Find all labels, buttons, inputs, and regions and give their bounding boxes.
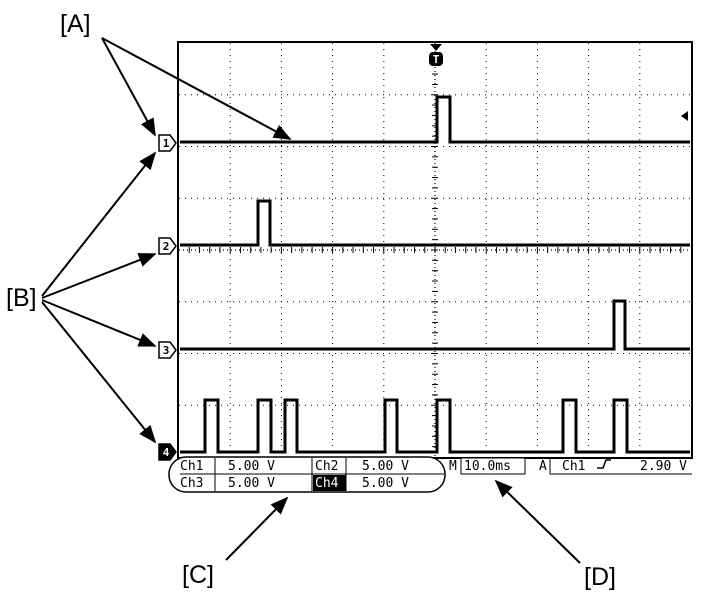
- callout-d: [D]: [584, 563, 616, 591]
- ch1-label: Ch1: [180, 459, 203, 474]
- channel-marker-1: 1: [158, 134, 177, 152]
- svg-text:3: 3: [163, 344, 170, 357]
- channel-marker-3: 3: [158, 341, 177, 359]
- trace-ch4: [180, 398, 690, 454]
- trigger-level-marker: [681, 111, 688, 121]
- arrow-a-to-ch1-trace: [101, 37, 292, 140]
- trigger-level: 2.90 V: [640, 459, 687, 474]
- trigger-source: Ch1: [562, 459, 585, 474]
- trigger-marker-label: T: [433, 53, 440, 66]
- trace-ch3: [180, 299, 690, 351]
- arrow-d-to-timebase: [494, 479, 581, 564]
- channel-readout: Ch1 5.00 V Ch2 5.00 V Ch3 5.00 V Ch4 5.0…: [168, 456, 446, 493]
- svg-text:1: 1: [163, 137, 170, 150]
- graticule: [179, 43, 691, 457]
- ch4-label: Ch4: [315, 476, 339, 491]
- timebase-label: M: [449, 459, 457, 474]
- waveforms: [180, 95, 690, 454]
- arrow-b-to-marker-4: [41, 301, 157, 444]
- timebase-value: 10.0ms: [464, 459, 511, 474]
- callout-c: [C]: [182, 561, 214, 589]
- trace-ch2: [180, 199, 690, 247]
- callout-a: [A]: [60, 10, 91, 38]
- arrow-c-to-readout: [225, 496, 289, 561]
- ch2-label: Ch2: [315, 459, 338, 474]
- arrow-b-to-marker-2: [41, 253, 157, 299]
- ch4-scale: 5.00 V: [362, 476, 409, 491]
- channel-marker-2: 2: [158, 237, 177, 255]
- callout-b: [B]: [6, 284, 37, 312]
- channel-marker-4: 4: [158, 443, 177, 461]
- callout-arrows: [41, 37, 581, 564]
- arrow-b-to-marker-1: [41, 151, 157, 297]
- trigger-label: A: [539, 459, 547, 474]
- svg-text:4: 4: [163, 446, 170, 459]
- ch3-scale: 5.00 V: [228, 476, 275, 491]
- trigger-position-marker: T: [429, 44, 443, 66]
- trigger-readout: A Ch1 2.90 V: [539, 458, 692, 475]
- arrow-a-to-ch1-marker: [101, 37, 156, 137]
- ch1-scale: 5.00 V: [228, 459, 275, 474]
- svg-text:2: 2: [163, 240, 170, 253]
- arrow-b-to-marker-3: [41, 299, 157, 347]
- ch3-label: Ch3: [180, 476, 203, 491]
- trace-ch1: [180, 95, 690, 144]
- timebase-readout: M 10.0ms: [449, 457, 526, 475]
- ch2-scale: 5.00 V: [362, 459, 409, 474]
- rising-edge-icon: [597, 459, 611, 469]
